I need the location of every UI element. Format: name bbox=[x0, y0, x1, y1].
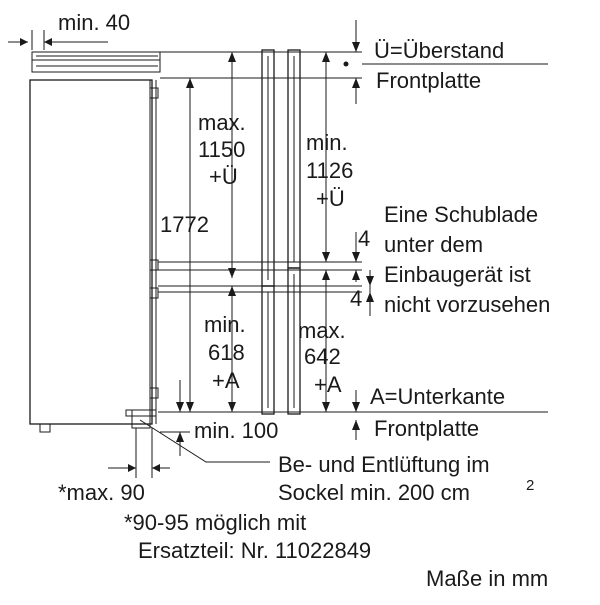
appliance-body bbox=[29, 51, 161, 433]
label-max-1150-line3: +Ü bbox=[209, 164, 238, 189]
label-note-line1: *90-95 möglich mit bbox=[124, 510, 306, 535]
label-schublade-line1: Eine Schublade bbox=[384, 202, 538, 227]
label-gap-4-top: 4 bbox=[358, 226, 370, 251]
label-min-618-line2: 618 bbox=[208, 340, 245, 365]
label-frontplatte-bottom: Frontplatte bbox=[374, 416, 479, 441]
label-schublade-line4: nicht vorzusehen bbox=[384, 292, 550, 317]
label-lueftung-line2: Sockel min. 200 cm bbox=[278, 480, 470, 505]
label-min-1126-line2: 1126 bbox=[306, 158, 353, 183]
label-frontplatte-top: Frontplatte bbox=[376, 68, 481, 93]
reference-lines bbox=[158, 20, 548, 413]
label-lueftung-sup: 2 bbox=[526, 477, 534, 494]
label-1772: 1772 bbox=[160, 212, 209, 237]
label-min-618-line1: min. bbox=[204, 312, 246, 337]
label-min-40: min. 40 bbox=[58, 10, 130, 35]
front-panels bbox=[261, 49, 301, 415]
label-max-642-line3: +A bbox=[314, 372, 342, 397]
label-ueberstand: Ü=Überstand bbox=[374, 38, 504, 63]
label-note-line2: Ersatzteil: Nr. 11022849 bbox=[138, 538, 371, 563]
label-gap-4-bottom: 4 bbox=[350, 286, 362, 311]
label-max-90: *max. 90 bbox=[58, 480, 145, 505]
label-masse: Maße in mm bbox=[426, 566, 548, 591]
label-min-100: min. 100 bbox=[194, 418, 278, 443]
label-max-642-line2: 642 bbox=[304, 344, 341, 369]
labels: min. 40 Ü=Überstand Frontplatte max. 115… bbox=[58, 10, 550, 591]
label-max-1150-line1: max. bbox=[198, 110, 246, 135]
label-schublade-line2: unter dem bbox=[384, 232, 483, 257]
label-min-618-line3: +A bbox=[212, 368, 240, 393]
label-max-642-line1: max. bbox=[298, 318, 346, 343]
dimension-lines bbox=[8, 30, 374, 478]
label-unterkante: A=Unterkante bbox=[370, 384, 505, 409]
label-schublade-line3: Einbaugerät ist bbox=[384, 262, 531, 287]
label-max-1150-line2: 1150 bbox=[198, 137, 245, 162]
label-min-1126-line3: +Ü bbox=[316, 186, 345, 211]
label-min-1126-line1: min. bbox=[306, 130, 348, 155]
label-lueftung-line1: Be- und Entlüftung im bbox=[278, 452, 490, 477]
